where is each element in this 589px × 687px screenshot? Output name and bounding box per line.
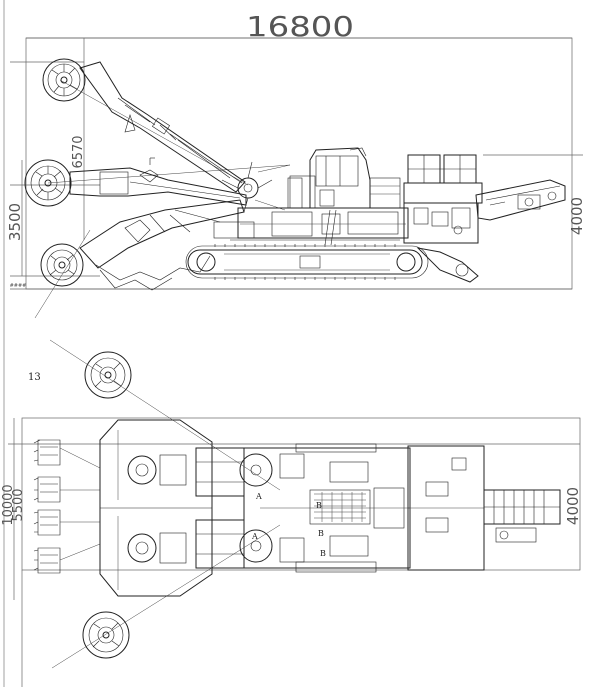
side-length-label: 16800: [246, 10, 354, 43]
top-cutter-swing-upper: [84, 351, 132, 399]
top-width-label: 10000: [1, 484, 16, 525]
side-height-max-label: 4000: [568, 197, 586, 235]
cutter-head-top: [42, 58, 86, 102]
side-arm-offset-label: 6570: [71, 135, 86, 168]
side-swing-line-3: [47, 164, 291, 184]
top-rear-conveyor: [483, 489, 561, 543]
top-swing-line-upper: [49, 339, 281, 491]
top-view: 13 10000 5500 4000: [1, 339, 582, 687]
side-ground-label: ####: [10, 283, 27, 289]
rear-stabilizer: [416, 247, 479, 283]
top-cutter-swing-lower: [82, 611, 130, 659]
rear-railing: [369, 177, 401, 209]
top-chassis: [243, 443, 411, 573]
section-b-upper: B: [316, 501, 322, 510]
top-body-width-label: 4000: [564, 487, 582, 525]
rear-conveyor: [475, 179, 566, 221]
top-rear-deck: [407, 445, 485, 571]
side-swing-line-1: [34, 229, 91, 319]
top-cutter-shield: [99, 419, 213, 597]
top-view-number: 13: [28, 372, 41, 383]
boom-upper: [79, 61, 246, 193]
boom-lower: [79, 199, 245, 291]
crawler-track: [185, 239, 429, 280]
rear-units: [403, 154, 483, 244]
side-swing-line-2: [59, 79, 249, 186]
section-a-upper: A: [255, 492, 262, 501]
cutter-head-bottom: [40, 243, 84, 287]
top-envelope-box: [21, 417, 581, 571]
section-b-lower: B: [318, 529, 324, 538]
side-view: 16800 4000 3500 6570 ####: [6, 10, 586, 319]
top-cutting-teeth: [33, 439, 101, 574]
machine-body: [213, 175, 409, 239]
section-b-bottom: B: [320, 549, 326, 558]
top-arm-housings: [195, 447, 273, 569]
section-a-lower: A: [251, 532, 258, 541]
top-cut-width-label: 5500: [11, 488, 26, 521]
side-height-mid-label: 3500: [6, 203, 24, 241]
